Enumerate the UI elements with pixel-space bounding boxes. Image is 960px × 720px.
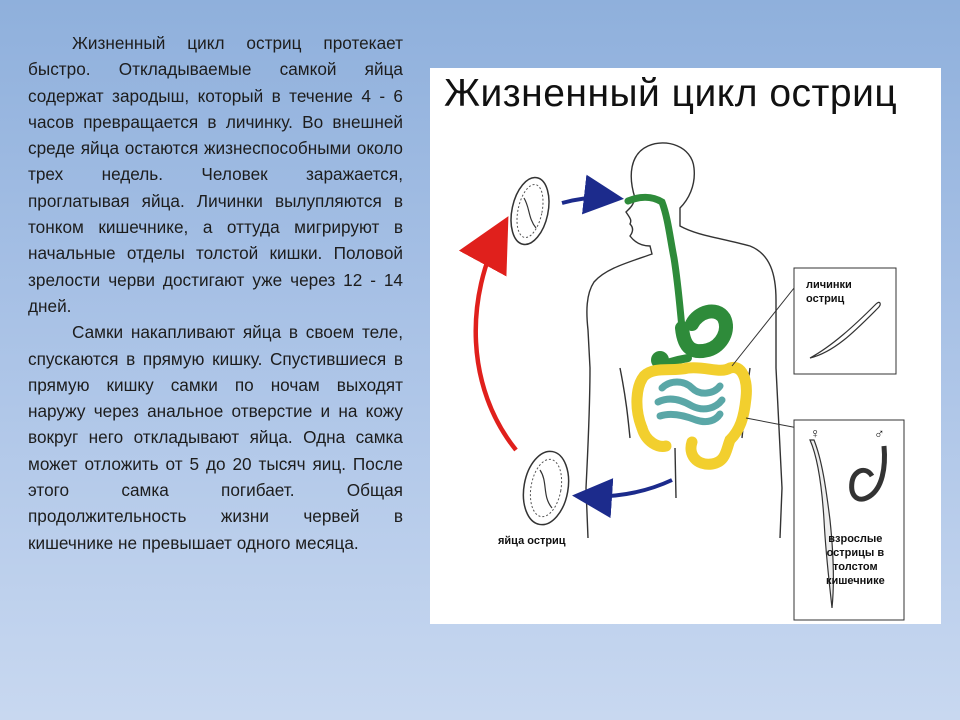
female-worm-icon	[809, 439, 834, 609]
paragraph-1: Жизненный цикл остриц протекает быстро. …	[28, 33, 403, 316]
paragraph-2: Самки накапливают яйца в своем теле, спу…	[28, 322, 403, 553]
adults-box	[793, 419, 905, 621]
arrow-body-to-egg	[572, 478, 673, 519]
figure-title: Жизненный цикл остриц	[444, 72, 898, 115]
larva-icon	[809, 301, 881, 359]
larvae-box	[793, 267, 897, 375]
female-symbol: ♀	[810, 425, 821, 441]
arrow-cycle	[458, 216, 518, 452]
digestive-tract	[624, 193, 733, 372]
label-adults: взрослые острицы в толстом кишечнике	[826, 533, 885, 587]
arrow-egg-to-mouth	[561, 174, 624, 215]
male-worm-icon	[849, 445, 887, 502]
label-larvae: личинки остриц	[806, 279, 852, 305]
egg-top-icon	[510, 176, 550, 246]
label-eggs: яйца остриц	[498, 535, 566, 547]
lifecycle-figure: Жизненный цикл остриц	[430, 68, 941, 624]
colon	[631, 361, 752, 470]
egg-bottom-icon	[522, 450, 570, 526]
small-intestine	[654, 378, 726, 426]
description-text: Жизненный цикл остриц протекает быстро. …	[28, 30, 403, 556]
lifecycle-diagram	[458, 142, 905, 621]
male-symbol: ♂	[874, 425, 885, 441]
